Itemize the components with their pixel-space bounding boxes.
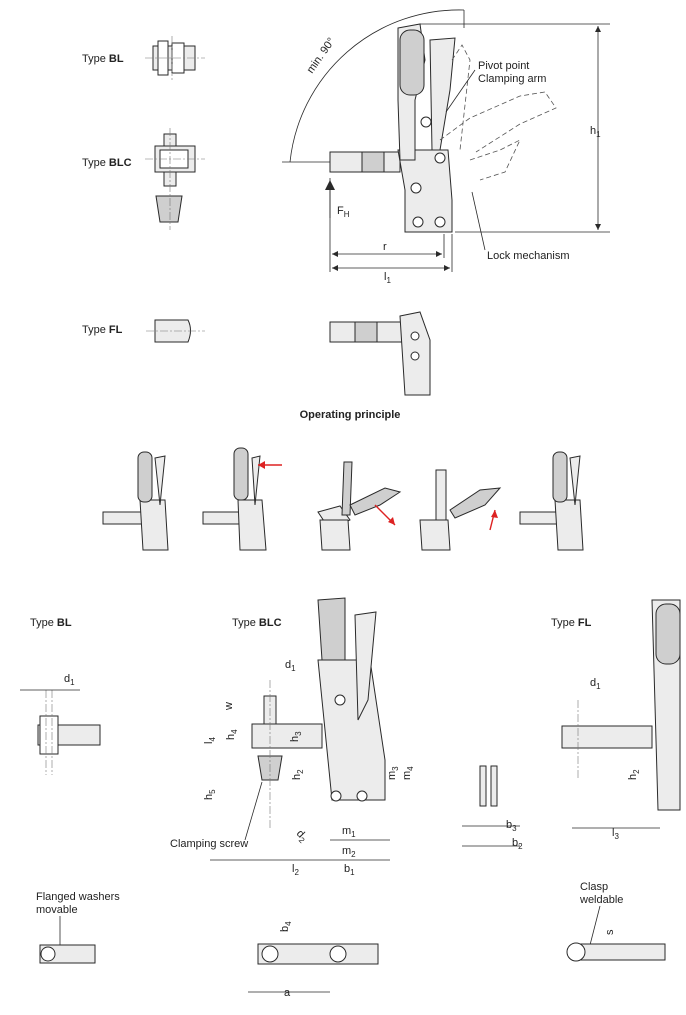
dim-l3: l3: [612, 827, 619, 841]
pivot-point-label: Pivot point: [478, 60, 529, 72]
fl-bottom-drawing: d1 h2 l3: [561, 599, 681, 841]
type-label-blc: Type BLC: [82, 157, 132, 169]
clasp-label-1: Clasp: [580, 881, 608, 893]
operating-principle-title: Operating principle: [300, 409, 401, 421]
clamping-arm-label: Clamping arm: [478, 73, 546, 85]
blc-spindle-part: [145, 128, 205, 230]
clasp-drawing: Clasp weldable s: [566, 881, 666, 962]
dim-m1: m1: [342, 825, 356, 839]
clasp-label-2: weldable: [579, 894, 623, 906]
dim-l2: l2: [292, 863, 299, 877]
bottom-type-label-blc: Type BLC: [232, 617, 282, 629]
dim-b2: b2: [512, 837, 523, 851]
side-view-b-dims: b3 b2: [462, 765, 523, 851]
dim-m3: m3: [386, 766, 400, 780]
fl-clamp-partial: [329, 311, 431, 396]
flanged-washers-label-1: Flanged washers: [36, 891, 120, 903]
dim-m4: m4: [401, 766, 415, 780]
bottom-type-label-bl: Type BL: [30, 617, 72, 629]
dim-d1-bl: d1: [64, 673, 75, 687]
dim-b3: b3: [506, 819, 517, 833]
bl-bottom-drawing: d1: [20, 673, 101, 775]
op-step-3: [317, 461, 402, 551]
force-fh-label: FH: [337, 205, 350, 219]
angle-label: min. 90°: [305, 36, 338, 76]
dim-h2: h2: [291, 769, 305, 780]
dim-r: r: [383, 241, 387, 253]
type-label-fl: Type FL: [82, 324, 123, 336]
fl-spindle-part: [146, 319, 205, 343]
clamping-screw-label: Clamping screw: [170, 838, 248, 850]
op-step-1: [102, 451, 169, 551]
flanged-washers-drawing: Flanged washers movable: [36, 891, 120, 964]
dim-h2-fl: h2: [627, 769, 641, 780]
dim-d1-blc: d1: [285, 659, 296, 673]
dim-w: w: [223, 702, 235, 711]
op-step-2: [202, 447, 282, 551]
op-step-5: [519, 451, 584, 551]
dim-d1-fl: d1: [590, 677, 601, 691]
dim-h3: h3: [289, 731, 303, 742]
op-step-4: [419, 469, 502, 551]
dim-a: a: [284, 987, 291, 999]
flanged-washers-label-2: movable: [36, 904, 78, 916]
type-label-bl: Type BL: [82, 53, 124, 65]
dim-h4: h4: [225, 729, 239, 740]
blc-bottom-drawing: d1 w l4 h4 h3 h2 h5 m3 m4 m1 m2 d2 l2 b1…: [170, 597, 415, 877]
bl-spindle-part: [145, 36, 205, 80]
dim-b1: b1: [344, 863, 355, 877]
main-clamp-diagram: min. 90° Pivot point Clamping arm Lock m…: [282, 9, 610, 285]
dim-l4: l4: [203, 737, 217, 744]
dim-h5: h5: [203, 789, 217, 800]
dim-h1: h1: [590, 125, 601, 139]
bottom-type-label-fl: Type FL: [551, 617, 592, 629]
lock-mechanism-label: Lock mechanism: [487, 250, 570, 262]
dim-b4: b4: [279, 921, 293, 932]
dim-s: s: [604, 929, 616, 935]
dim-l1: l1: [384, 271, 391, 285]
dim-m2: m2: [342, 845, 356, 859]
dim-d2-blc: d2: [292, 828, 310, 846]
a-b4-drawing: b4 a: [248, 921, 379, 999]
